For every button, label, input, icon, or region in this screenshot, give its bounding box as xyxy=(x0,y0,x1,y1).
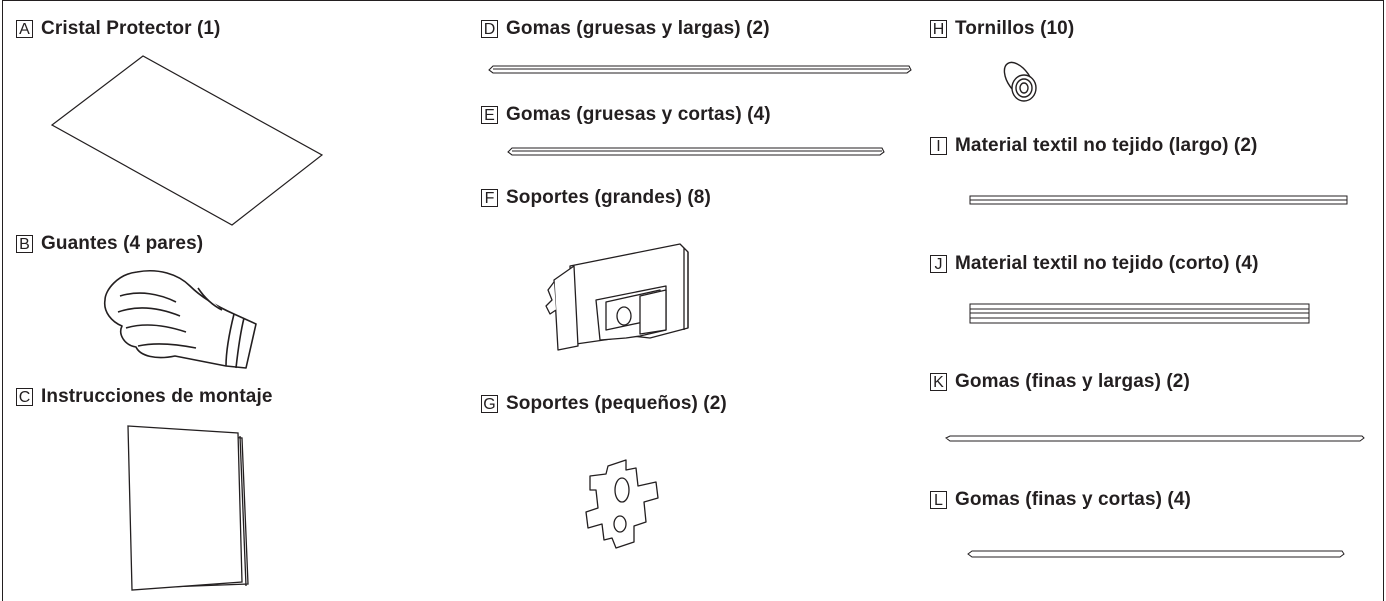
nonwoven-long-illustration xyxy=(969,195,1348,205)
part-a-label: Cristal Protector (1) xyxy=(41,18,221,39)
part-l-heading: L Gomas (finas y cortas) (4) xyxy=(930,489,1191,511)
nonwoven-short-illustration xyxy=(969,303,1310,324)
part-h-letter: H xyxy=(930,20,947,38)
part-e-heading: E Gomas (gruesas y cortas) (4) xyxy=(481,104,771,126)
part-d-label: Gomas (gruesas y largas) (2) xyxy=(506,18,770,39)
thick-long-rubber-illustration xyxy=(488,65,912,74)
part-e-letter: E xyxy=(481,106,498,124)
part-d-letter: D xyxy=(481,20,498,38)
part-b-label: Guantes (4 pares) xyxy=(41,233,204,254)
part-f-letter: F xyxy=(481,189,498,207)
part-k-label: Gomas (finas y largas) (2) xyxy=(955,371,1190,392)
large-bracket-illustration xyxy=(545,243,689,351)
part-l-label: Gomas (finas y cortas) (4) xyxy=(955,489,1191,510)
part-a-letter: A xyxy=(16,20,33,38)
part-k-heading: K Gomas (finas y largas) (2) xyxy=(930,371,1190,393)
part-d-heading: D Gomas (gruesas y largas) (2) xyxy=(481,18,770,40)
part-h-label: Tornillos (10) xyxy=(955,18,1075,39)
part-j-label: Material textil no tejido (corto) (4) xyxy=(955,253,1259,274)
part-l-letter: L xyxy=(930,491,947,509)
part-j-heading: J Material textil no tejido (corto) (4) xyxy=(930,253,1259,275)
part-j-letter: J xyxy=(930,255,947,273)
thick-short-rubber-illustration xyxy=(507,147,885,156)
instructions-booklet-illustration xyxy=(127,425,249,591)
gloves-illustration xyxy=(103,270,257,369)
thin-short-rubber-illustration xyxy=(967,550,1345,558)
part-g-label: Soportes (pequeños) (2) xyxy=(506,393,727,414)
part-i-label: Material textil no tejido (largo) (2) xyxy=(955,135,1258,156)
part-i-letter: I xyxy=(930,137,947,155)
part-c-letter: C xyxy=(16,388,33,406)
glass-protector-illustration xyxy=(50,55,324,226)
part-g-letter: G xyxy=(481,395,498,413)
part-k-letter: K xyxy=(930,373,947,391)
part-c-label: Instrucciones de montaje xyxy=(41,386,273,407)
part-f-label: Soportes (grandes) (8) xyxy=(506,187,711,208)
part-i-heading: I Material textil no tejido (largo) (2) xyxy=(930,135,1257,157)
part-f-heading: F Soportes (grandes) (8) xyxy=(481,187,711,209)
part-b-heading: B Guantes (4 pares) xyxy=(16,233,203,255)
part-b-letter: B xyxy=(16,235,33,253)
part-c-heading: C Instrucciones de montaje xyxy=(16,386,273,408)
thin-long-rubber-illustration xyxy=(945,435,1365,442)
part-a-heading: A Cristal Protector (1) xyxy=(16,18,220,40)
part-e-label: Gomas (gruesas y cortas) (4) xyxy=(506,104,771,125)
part-h-heading: H Tornillos (10) xyxy=(930,18,1074,40)
part-g-heading: G Soportes (pequeños) (2) xyxy=(481,393,727,415)
small-bracket-illustration xyxy=(585,459,659,549)
screw-illustration xyxy=(1003,61,1037,102)
